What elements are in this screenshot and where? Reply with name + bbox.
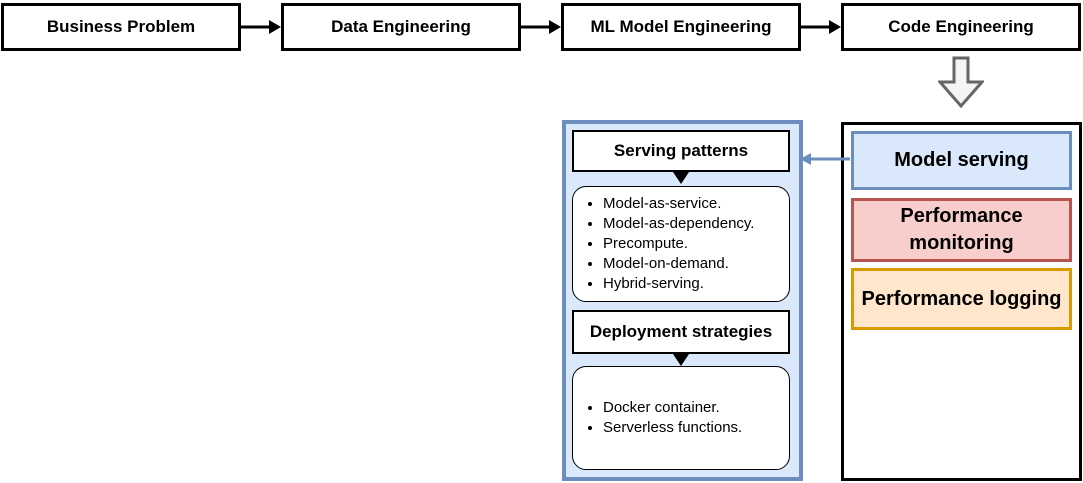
block-label: Performance monitoring	[900, 205, 1023, 254]
deployment-strategies-list: Docker container. Serverless functions.	[572, 366, 790, 470]
stage-label: Code Engineering	[888, 17, 1034, 36]
list-item: Hybrid-serving.	[603, 274, 754, 294]
stage-code-engineering: Code Engineering	[841, 3, 1081, 51]
block-arrow-down-icon	[938, 56, 984, 108]
list-item: Docker container.	[603, 398, 742, 418]
section-deployment-strategies: Deployment strategies	[572, 310, 790, 354]
block-performance-monitoring: Performance monitoring	[851, 198, 1072, 262]
arrow-right-icon	[801, 20, 841, 34]
list-item: Model-on-demand.	[603, 254, 754, 274]
stage-label: ML Model Engineering	[590, 17, 772, 36]
block-label: Performance logging	[861, 287, 1062, 310]
list-item: Model-as-dependency.	[603, 214, 754, 234]
block-model-serving: Model serving	[851, 131, 1072, 190]
section-serving-patterns: Serving patterns	[572, 130, 790, 172]
section-title-label: Serving patterns	[613, 141, 749, 160]
triangle-down-icon	[673, 172, 689, 184]
list-item: Serverless functions.	[603, 418, 742, 438]
model-serving-panel: Model serving Performance monitoring Per…	[841, 122, 1082, 481]
stage-ml-model-engineering: ML Model Engineering	[561, 3, 801, 51]
arrow-left-icon	[800, 153, 850, 165]
arrow-right-icon	[521, 20, 561, 34]
block-label: Model serving	[894, 149, 1029, 171]
serving-patterns-list: Model-as-service. Model-as-dependency. P…	[572, 186, 790, 302]
block-performance-logging: Performance logging	[851, 268, 1072, 330]
stage-label: Business Problem	[46, 17, 196, 36]
triangle-down-icon	[673, 354, 689, 366]
list-item: Precompute.	[603, 234, 754, 254]
section-title-label: Deployment strategies	[589, 322, 773, 341]
arrow-right-icon	[241, 20, 281, 34]
stage-data-engineering: Data Engineering	[281, 3, 521, 51]
stage-label: Data Engineering	[331, 17, 471, 36]
list-item: Model-as-service.	[603, 194, 754, 214]
serving-detail-panel: Serving patterns Model-as-service. Model…	[562, 120, 803, 481]
stage-business-problem: Business Problem	[1, 3, 241, 51]
